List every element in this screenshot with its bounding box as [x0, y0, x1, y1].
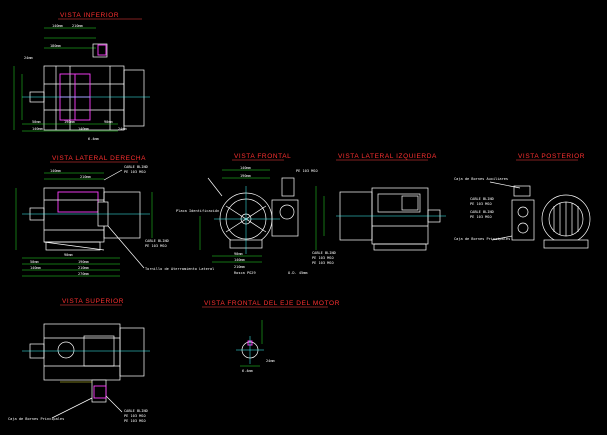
leader: [207, 177, 223, 197]
cable-label: CABLE BLIND: [470, 210, 494, 214]
terminal-box-side: [511, 199, 535, 241]
dim-label: 210mm: [80, 175, 91, 179]
terminal-box: [57, 191, 99, 213]
view-lateral-derecha: VISTA LATERAL DERECHA 140mm 210mm CABLE …: [15, 155, 214, 277]
foot: [373, 243, 427, 251]
fan-cover: [119, 327, 145, 377]
cable-label: PE 103 MSO: [124, 414, 146, 418]
cable-label: PE 103 MSO: [312, 261, 334, 265]
cable-label: PE 103 MSO: [124, 419, 146, 423]
dim-label: 140mm: [52, 24, 63, 28]
dim-label: 140mm: [78, 127, 89, 131]
cable-label: CABLE BLIND: [124, 165, 148, 169]
dim-label: 24mm: [266, 359, 275, 363]
motor-body: [43, 323, 121, 381]
cable-label: CABLE BLIND: [312, 251, 336, 255]
dim-label: 140mm: [240, 166, 251, 170]
title-vista-superior: VISTA SUPERIOR: [62, 298, 124, 305]
foot: [543, 239, 589, 249]
dim-label: 190mm: [240, 174, 251, 178]
cable-label: PE 103 MSO: [296, 169, 318, 173]
motor-body: [43, 187, 105, 243]
cable-label: PE 103 MSO: [124, 170, 146, 174]
fan-cover: [123, 69, 145, 127]
view-frontal-eje: VISTA FRONTAL DEL EJE DEL MOTOR 24mm 6.4…: [202, 300, 340, 373]
leader: [107, 225, 145, 269]
terminal-box: [377, 193, 421, 213]
foot: [45, 241, 101, 251]
cable-label: CABLE BLIND: [124, 409, 148, 413]
title-vista-lateral-izquierda: VISTA LATERAL IZQUIERDA: [338, 153, 437, 160]
cable-label: PE 103 MSO: [145, 244, 167, 248]
view-superior: VISTA SUPERIOR Caja de Bornes Principale…: [8, 298, 150, 423]
main-box-label: Caja de Bornes Principales: [8, 417, 64, 421]
cable-label: PE 103 MSO: [312, 256, 334, 260]
cable-gland-mark: [93, 385, 107, 399]
title-vista-inferior: VISTA INFERIOR: [60, 12, 119, 19]
dim-label: 140mm: [234, 258, 245, 262]
rosca-label: Rosca PG29: [234, 271, 256, 275]
title-vista-frontal-eje: VISTA FRONTAL DEL EJE DEL MOTOR: [204, 300, 340, 307]
dim-label: 190mm: [78, 260, 89, 264]
terminal-box: [92, 43, 108, 58]
view-lateral-izquierda: VISTA LATERAL IZQUIERDA: [336, 153, 446, 251]
leader: [103, 169, 123, 181]
dim-label: 6.4mm: [88, 137, 99, 141]
dim-label: 210mm: [78, 266, 89, 270]
terminal-box-mark: [97, 44, 107, 56]
main-box-label: Caja de Bornes Principales: [454, 237, 510, 241]
foot: [43, 241, 105, 251]
fan-cover: [103, 191, 141, 239]
leader: [491, 235, 513, 241]
cable-label: PE 103 MSO: [470, 202, 492, 206]
plate-label: Placa Identificación: [176, 209, 219, 213]
title-vista-lateral-derecha: VISTA LATERAL DERECHA: [52, 155, 146, 162]
dim-label: 24mm: [24, 56, 33, 60]
dim-label: 140mm: [50, 169, 61, 173]
dim-label: 50mm: [32, 120, 41, 124]
lifting-eye: [57, 341, 75, 359]
leader: [105, 395, 123, 413]
aux-box-label: Caja de Bornes Auxiliares: [454, 177, 508, 181]
terminal-box-top: [281, 177, 295, 197]
cable-gland: [279, 204, 295, 220]
cable-gland: [517, 222, 529, 234]
dim-label: 210mm: [72, 24, 83, 28]
leader: [51, 397, 93, 419]
grounding-label: Tornillo de Aterramiento Lateral: [145, 267, 214, 271]
cable-label: PE 103 MSO: [470, 215, 492, 219]
title-vista-posterior: VISTA POSTERIOR: [518, 153, 585, 160]
dim-label: 140mm: [30, 266, 41, 270]
title-vista-frontal: VISTA FRONTAL: [234, 153, 291, 160]
dim-label: 190mm: [64, 120, 75, 124]
view-inferior: VISTA INFERIOR 140mm 210mm 180mm 24mm 50…: [13, 12, 150, 141]
dim-label: 24mm: [118, 127, 127, 131]
dim-label: 270mm: [78, 272, 89, 276]
dim-label: 140mm: [32, 127, 43, 131]
od-label: O.D. 45mm: [288, 271, 307, 275]
dim-label: 6.4mm: [242, 369, 253, 373]
dim-label: 50mm: [30, 260, 39, 264]
aux-terminal-box: [513, 185, 531, 197]
cable-gland: [517, 206, 529, 218]
view-posterior: VISTA POSTERIOR Caja de Bornes Auxiliare…: [454, 153, 591, 249]
view-frontal: VISTA FRONTAL 140mm 190mm PE 103 MSO Pla…: [176, 153, 336, 275]
terminal-box-side: [271, 199, 299, 237]
dim-label: 90mm: [104, 120, 113, 124]
dim-label: 90mm: [234, 252, 243, 256]
dim-label: 210mm: [234, 265, 245, 269]
cable-label: CABLE BLIND: [145, 239, 169, 243]
dim-label: 180mm: [50, 44, 61, 48]
dim-label: 90mm: [64, 253, 73, 257]
leader: [489, 181, 521, 189]
cable-gland: [401, 195, 419, 211]
cable-label: CABLE BLIND: [470, 197, 494, 201]
